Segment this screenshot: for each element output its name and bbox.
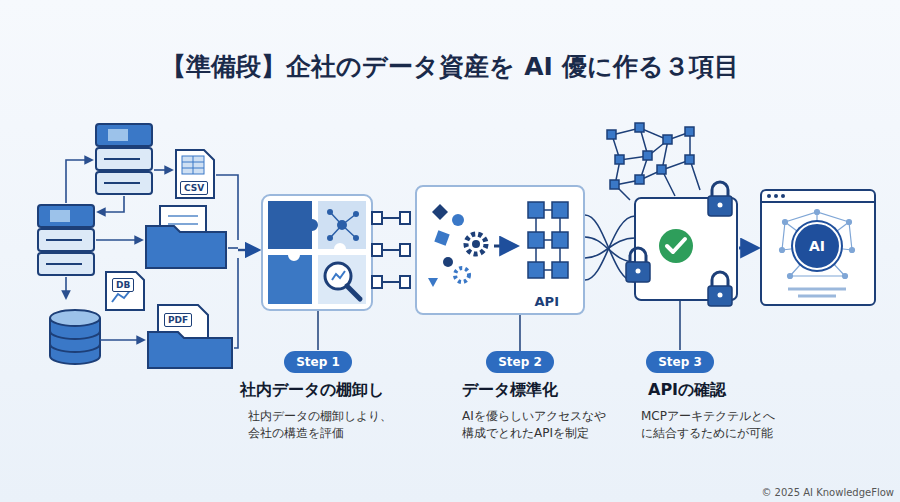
csv-file [176,150,214,198]
step-description: MCPアーキテクテルとへ に結合するためにが可能 [641,408,821,442]
verification-box [626,182,737,306]
node-text: PDF [168,315,188,325]
step-description: AIを優らしいアクセスなや 構成でとれたAPIを制定 [462,408,634,442]
plug-connectors [372,212,410,288]
source-arrows [66,160,258,348]
node-text: AI [809,238,825,254]
standardize-box [415,185,585,315]
step-heading: 社内データの棚卸し [240,380,384,401]
db-badge: DB [112,278,134,292]
leader-line [317,311,319,350]
api-box: API [415,185,585,315]
step-heading: APIの確認 [648,380,726,401]
node-text: Step 2 [498,355,542,369]
document-folder [146,206,226,268]
server-left [38,205,94,275]
server-top [96,124,152,194]
step-heading: データ標準化 [462,380,558,401]
pdf-badge: PDF [164,313,192,327]
leader-line [519,315,521,351]
database-cylinder [50,310,100,364]
node-text: Step 1 [296,355,340,369]
leader-line [679,301,681,350]
network-lattice [607,123,700,200]
csv-badge: CSV [180,181,208,195]
node-text: DB [116,280,130,290]
node-text: Step 3 [658,355,702,369]
node-text: CSV [184,183,204,193]
step-description: 社内データの棚卸しより、 会社の構造を評価 [248,408,408,442]
db-document [106,272,144,310]
flow-arrow [739,247,757,250]
puzzle-box [262,195,372,310]
step-pill: Step 2 [486,351,554,373]
node-text: API [535,294,559,309]
ai-window [761,190,875,305]
step-pill: Step 3 [646,351,714,373]
title: 【準備段】企社のデータ資産を AI 優に作る３項目 [0,50,900,83]
ai-circle: AI [793,222,841,270]
copyright: © 2025 AI KnowledgeFlow [761,487,894,498]
pdf-folder [148,305,232,368]
step-pill: Step 1 [284,351,352,373]
